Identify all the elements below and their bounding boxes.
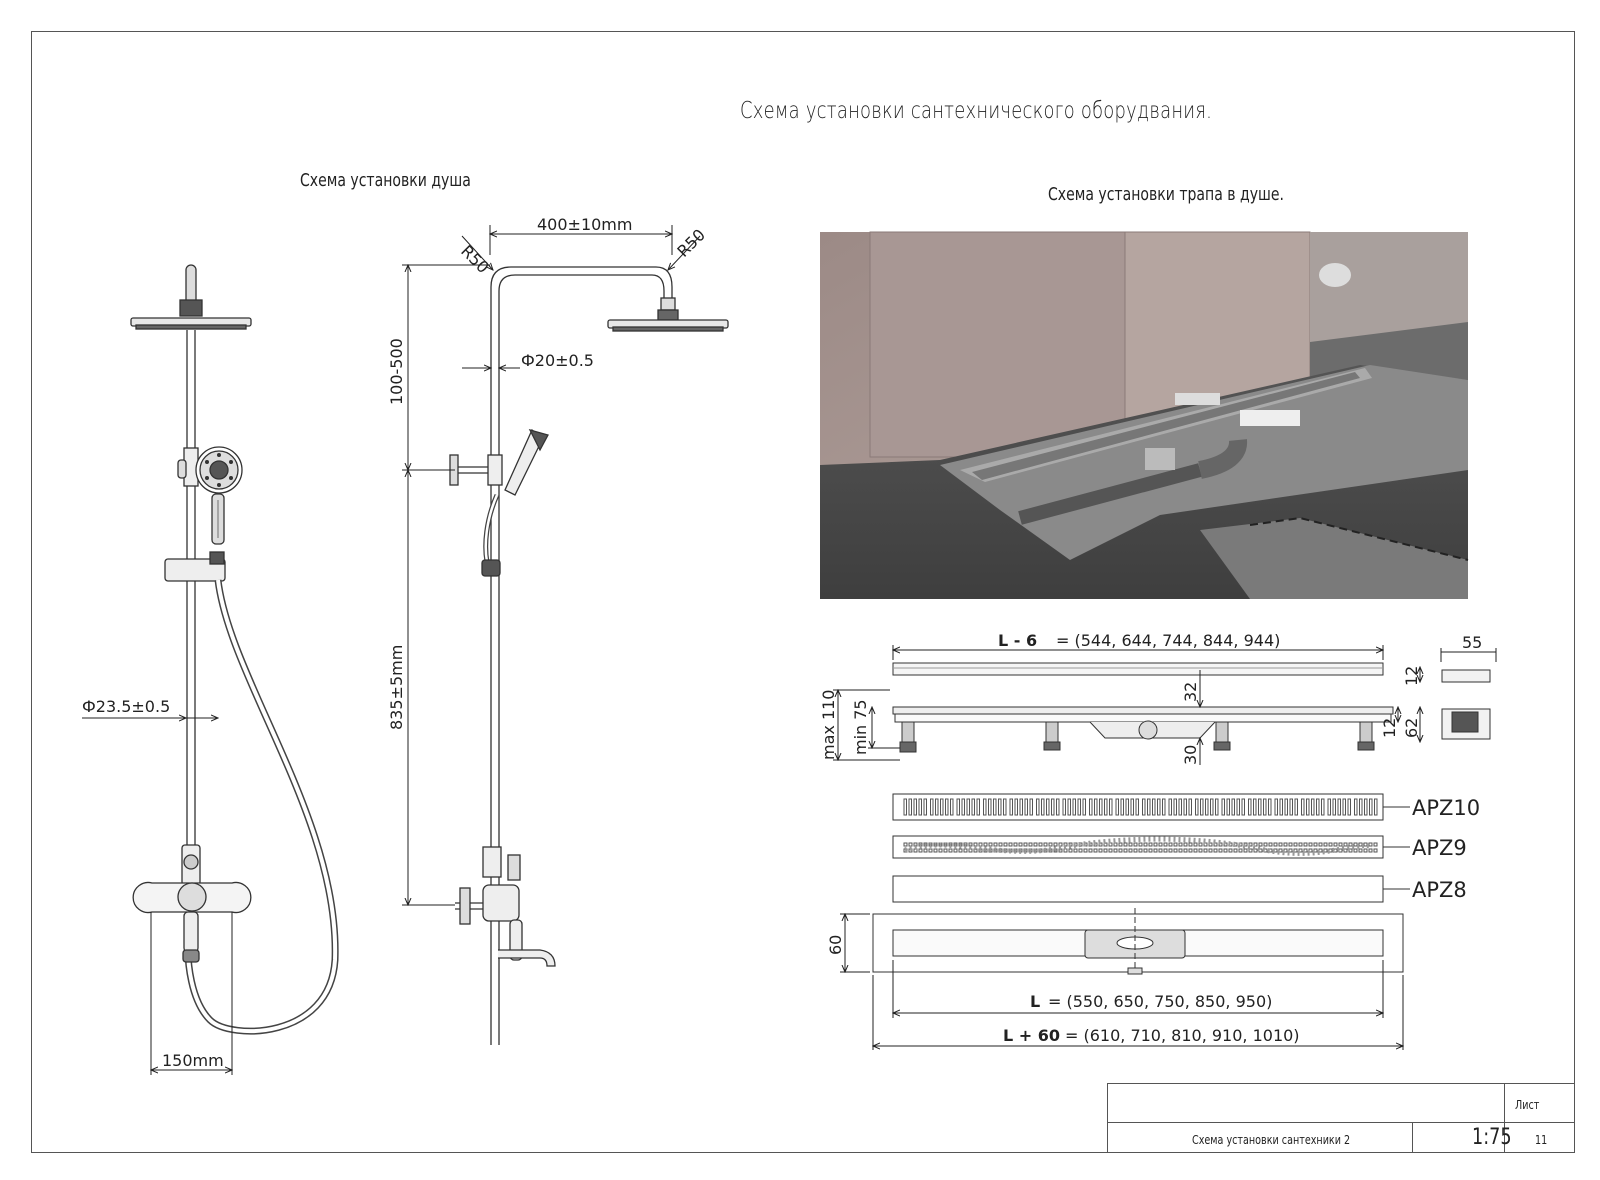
dim-radius-left: R50	[457, 241, 493, 277]
dim-h-12b: 12	[1380, 718, 1399, 738]
dim-max-110: max 110	[819, 690, 838, 760]
stamp-drawing-name: Схема установки сантехники 2	[1192, 1133, 1351, 1147]
stamp-cell-sheet-no	[1504, 1122, 1575, 1153]
shower-caption: Схема установки душа	[300, 170, 471, 191]
stamp-scale: 1:75	[1472, 1125, 1512, 1150]
drain-grate-slots	[903, 798, 1378, 856]
grate-label-apz9: APZ9	[1412, 836, 1467, 860]
dim-l-label: L	[1030, 992, 1040, 1011]
drain-photo	[820, 231, 1469, 599]
shower-front-dims	[82, 718, 232, 1075]
dim-height-main: 835±5mm	[387, 645, 406, 730]
stamp-sheet-label: Лист	[1515, 1098, 1540, 1112]
dim-h-62: 62	[1402, 718, 1421, 738]
grate-label-apz10: APZ10	[1412, 796, 1480, 820]
dim-h-32: 32	[1181, 682, 1200, 702]
shower-side-dims	[402, 225, 701, 905]
grate-label-apz8: APZ8	[1412, 878, 1467, 902]
dim-mixer-width: 150mm	[162, 1051, 224, 1070]
dim-arm-length: 400±10mm	[537, 215, 632, 234]
dim-l-plus-60-values: = (610, 710, 810, 910, 1010)	[1065, 1026, 1300, 1045]
dim-height-top: 100-500	[387, 338, 406, 405]
dim-l-minus-6-label: L - 6	[998, 631, 1037, 650]
drain-drawing	[872, 662, 1491, 975]
dim-h-12a: 12	[1402, 666, 1421, 686]
shower-side-view	[449, 266, 729, 1045]
dim-l-values: = (550, 650, 750, 850, 950)	[1048, 992, 1272, 1011]
dim-w-60: 60	[826, 935, 845, 955]
dim-min-75: min 75	[851, 699, 870, 755]
drawing-frame	[31, 31, 1575, 1153]
shower-front-view	[130, 264, 339, 1035]
dim-h-30: 30	[1181, 745, 1200, 765]
stamp-cell-empty	[1107, 1083, 1505, 1123]
dim-l-plus-60-label: L + 60	[1003, 1026, 1060, 1045]
stamp-sheet-number: 11	[1535, 1133, 1548, 1147]
drain-dims	[833, 645, 1497, 1050]
drain-caption: Схема установки трапа в душе.	[1048, 184, 1284, 205]
page-title: Схема установки сантехнического оборудва…	[740, 98, 1213, 124]
dim-width-55: 55	[1462, 633, 1482, 652]
dim-radius-right: R50	[673, 225, 709, 261]
title-block: Лист Схема установки сантехники 2 1:75 1…	[1107, 1083, 1575, 1153]
dim-pipe-upper: Ф20±0.5	[521, 351, 594, 370]
dim-l-minus-6-values: = (544, 644, 744, 844, 944)	[1056, 631, 1280, 650]
dim-pipe-lower: Ф23.5±0.5	[82, 697, 170, 716]
